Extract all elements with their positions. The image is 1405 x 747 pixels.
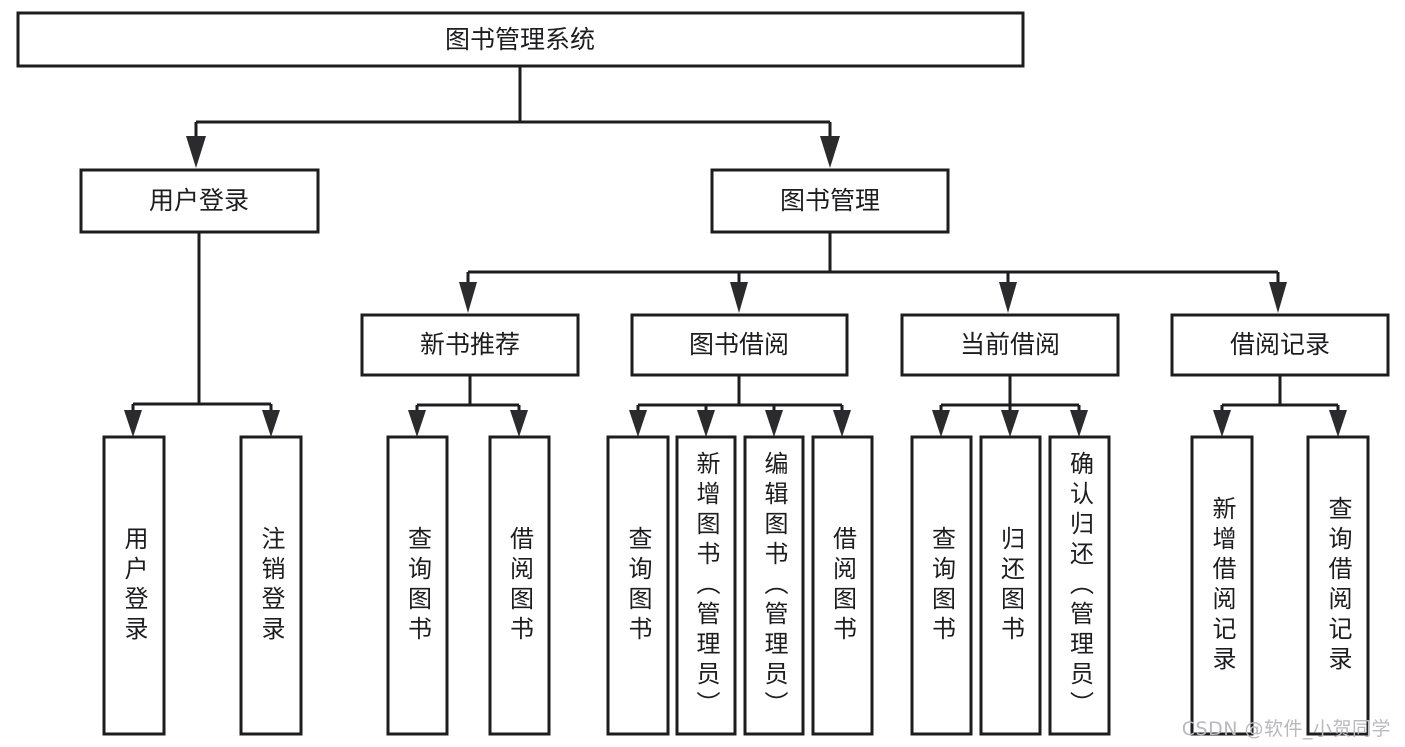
leaf-book-borrow-query-label: 查询图书 bbox=[624, 525, 652, 646]
node-borrow-record-box[interactable] bbox=[1170, 313, 1390, 377]
leaf-current-borrow-confirm-box[interactable] bbox=[1048, 435, 1111, 736]
leaf-book-borrow-add[interactable]: 新增图书（管理员） bbox=[675, 435, 737, 736]
leaf-user-login-logout-box[interactable] bbox=[239, 435, 303, 736]
node-current-borrow-label: 当前借阅 bbox=[960, 330, 1060, 359]
node-user-login[interactable]: 用户登录 bbox=[79, 168, 320, 234]
node-book-manage-box[interactable] bbox=[710, 168, 950, 234]
leaf-borrow-record-add-label: 新增借阅记录 bbox=[1208, 495, 1236, 676]
leaf-book-borrow-query-box[interactable] bbox=[606, 435, 670, 736]
node-new-book-recommend-box[interactable] bbox=[360, 313, 580, 377]
arrow-head-icon bbox=[408, 410, 426, 437]
leaf-current-borrow-query[interactable]: 查询图书 bbox=[910, 435, 973, 736]
leaf-borrow-record-add[interactable]: 新增借阅记录 bbox=[1190, 435, 1254, 736]
node-book-borrow-box[interactable] bbox=[630, 313, 849, 377]
leaf-new-book-query-box[interactable] bbox=[386, 435, 449, 736]
arrow-head-icon bbox=[124, 410, 142, 437]
connector-group-new-book bbox=[408, 375, 528, 437]
leaf-current-borrow-return-box[interactable] bbox=[979, 435, 1042, 736]
arrow-head-icon bbox=[262, 410, 280, 437]
leaf-book-borrow-borrow-box[interactable] bbox=[811, 435, 874, 736]
node-new-book-recommend-label: 新书推荐 bbox=[420, 330, 520, 359]
leaf-book-borrow-query[interactable]: 查询图书 bbox=[606, 435, 670, 736]
node-user-login-label: 用户登录 bbox=[149, 186, 249, 215]
node-user-login-box[interactable] bbox=[79, 168, 320, 234]
arrow-head-icon bbox=[730, 282, 748, 313]
connector-group-book-manage bbox=[459, 232, 1287, 313]
leaf-borrow-record-query-box[interactable] bbox=[1306, 435, 1370, 736]
leaf-book-borrow-edit-box[interactable] bbox=[743, 435, 805, 736]
arrow-head-icon bbox=[459, 282, 477, 313]
leaf-book-borrow-borrow[interactable]: 借阅图书 bbox=[811, 435, 874, 736]
arrow-head-icon bbox=[1213, 410, 1231, 437]
connector-group-root bbox=[186, 66, 840, 168]
leaf-user-login-login-label: 用户登录 bbox=[120, 525, 148, 646]
node-root-system-box[interactable] bbox=[16, 11, 1025, 68]
leaf-current-borrow-confirm[interactable]: 确认归还（管理员） bbox=[1048, 435, 1111, 736]
node-borrow-record-label: 借阅记录 bbox=[1230, 330, 1330, 359]
arrow-head-icon bbox=[629, 410, 647, 437]
leaf-borrow-record-query-label: 查询借阅记录 bbox=[1324, 495, 1352, 676]
arrow-head-icon bbox=[820, 136, 840, 168]
leaf-current-borrow-confirm-label: 确认归还（管理员） bbox=[1065, 450, 1094, 721]
leaf-book-borrow-borrow-label: 借阅图书 bbox=[828, 525, 857, 646]
arrow-head-icon bbox=[999, 282, 1017, 313]
connector-group-current-borrow bbox=[932, 375, 1088, 437]
leaf-book-borrow-add-label: 新增图书（管理员） bbox=[692, 450, 720, 721]
node-book-manage-label: 图书管理 bbox=[780, 186, 880, 215]
leaf-book-borrow-edit[interactable]: 编辑图书（管理员） bbox=[743, 435, 805, 736]
node-root-system[interactable]: 图书管理系统 bbox=[16, 11, 1025, 68]
node-current-borrow[interactable]: 当前借阅 bbox=[900, 313, 1120, 377]
leaf-new-book-query-label: 查询图书 bbox=[403, 525, 432, 646]
arrow-head-icon bbox=[1001, 410, 1019, 437]
leaf-current-borrow-return-label: 归还图书 bbox=[996, 525, 1025, 646]
arrow-head-icon bbox=[697, 410, 715, 437]
connector-group-user-login bbox=[124, 232, 280, 437]
leaf-user-login-logout-label: 注销登录 bbox=[257, 525, 285, 646]
arrow-head-icon bbox=[510, 410, 528, 437]
watermark-text: CSDN @软件_小贺同学 bbox=[1181, 718, 1391, 740]
node-root-system-label: 图书管理系统 bbox=[445, 25, 595, 54]
leaf-current-borrow-query-label: 查询图书 bbox=[927, 525, 956, 646]
node-book-manage[interactable]: 图书管理 bbox=[710, 168, 950, 234]
arrow-head-icon bbox=[1070, 410, 1088, 437]
arrow-head-icon bbox=[186, 136, 206, 168]
leaf-current-borrow-return[interactable]: 归还图书 bbox=[979, 435, 1042, 736]
node-borrow-record[interactable]: 借阅记录 bbox=[1170, 313, 1390, 377]
leaf-user-login-login-box[interactable] bbox=[102, 435, 166, 736]
arrow-head-icon bbox=[1329, 410, 1347, 437]
node-book-borrow[interactable]: 图书借阅 bbox=[630, 313, 849, 377]
leaf-new-book-borrow-box[interactable] bbox=[488, 435, 551, 736]
leaf-current-borrow-query-box[interactable] bbox=[910, 435, 973, 736]
node-new-book-recommend[interactable]: 新书推荐 bbox=[360, 313, 580, 377]
leaf-user-login-logout[interactable]: 注销登录 bbox=[239, 435, 303, 736]
connector-group-book-borrow bbox=[629, 375, 851, 437]
node-current-borrow-box[interactable] bbox=[900, 313, 1120, 377]
arrow-head-icon bbox=[932, 410, 950, 437]
leaf-new-book-borrow-label: 借阅图书 bbox=[505, 525, 534, 646]
leaf-borrow-record-add-box[interactable] bbox=[1190, 435, 1254, 736]
node-book-borrow-label: 图书借阅 bbox=[689, 330, 789, 359]
arrow-head-icon bbox=[765, 410, 783, 437]
leaf-user-login-login[interactable]: 用户登录 bbox=[102, 435, 166, 736]
leaf-book-borrow-edit-label: 编辑图书（管理员） bbox=[760, 450, 788, 721]
connector-group-borrow-record bbox=[1213, 375, 1347, 437]
leaf-borrow-record-query[interactable]: 查询借阅记录 bbox=[1306, 435, 1370, 736]
arrow-head-icon bbox=[833, 410, 851, 437]
leaf-book-borrow-add-box[interactable] bbox=[675, 435, 737, 736]
leaf-new-book-query[interactable]: 查询图书 bbox=[386, 435, 449, 736]
leaf-new-book-borrow[interactable]: 借阅图书 bbox=[488, 435, 551, 736]
arrow-head-icon bbox=[1269, 282, 1287, 313]
